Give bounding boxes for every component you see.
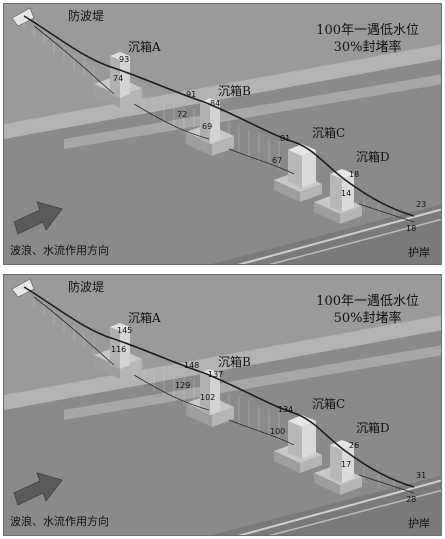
value-a-side: 74	[113, 74, 124, 83]
net-curve	[23, 15, 415, 217]
condition-text: 100年一遇低水位 30%封堵率	[316, 22, 419, 56]
caisson-a	[94, 52, 142, 108]
breakwater-label: 防波堤	[68, 9, 105, 23]
flow-direction-label: 波浪、水流作用方向	[10, 515, 109, 528]
value-a-top: 145	[117, 326, 133, 335]
caisson-b-label: 沉箱B	[218, 84, 251, 98]
condition-blocking-rate: 30%封堵率	[333, 40, 402, 55]
net-curve	[23, 286, 415, 488]
value-d-top: 18	[349, 170, 360, 179]
value-d-side: 17	[341, 460, 352, 469]
revetment-label: 护岸	[408, 246, 430, 259]
caisson-b	[186, 369, 234, 427]
value-b-top: 137	[208, 370, 224, 379]
caisson-c-label: 沉箱C	[312, 397, 346, 411]
value-b-left: 148	[184, 361, 200, 370]
caisson-b	[186, 98, 234, 156]
condition-water-level: 100年一遇低水位	[316, 294, 419, 309]
value-d-top: 26	[349, 441, 360, 450]
panel-30-percent: 防波堤 沉箱A 沉箱B 沉箱C 沉箱D 100年一遇低水位 30%封堵率 波浪、…	[3, 3, 442, 265]
caisson-c	[274, 144, 322, 202]
revetment-label: 护岸	[408, 517, 430, 530]
value-end-top: 31	[416, 471, 427, 480]
caisson-d	[314, 169, 362, 224]
value-a-top: 93	[119, 55, 130, 64]
flow-direction-arrow	[13, 201, 63, 235]
value-c-side: 100	[270, 427, 286, 436]
caisson-a-label: 沉箱A	[128, 40, 161, 54]
caisson-b-label: 沉箱B	[218, 355, 251, 369]
condition-water-level: 100年一遇低水位	[316, 23, 419, 38]
value-d-side: 14	[341, 189, 352, 198]
value-b-mid: 72	[177, 110, 188, 119]
caisson-a	[94, 323, 142, 379]
value-end-bottom: 28	[406, 495, 417, 504]
caisson-a-label: 沉箱A	[128, 311, 161, 325]
scene-illustration	[4, 275, 441, 535]
value-c-side: 67	[272, 156, 283, 165]
value-c-top: 134	[278, 405, 294, 414]
scene-illustration	[4, 4, 441, 264]
flow-direction-arrow	[13, 472, 63, 506]
condition-blocking-rate: 50%封堵率	[333, 311, 402, 326]
caisson-d-label: 沉箱D	[356, 150, 390, 164]
caisson-d-label: 沉箱D	[356, 421, 390, 435]
value-b-side: 69	[202, 122, 213, 131]
value-a-side: 116	[111, 345, 127, 354]
breakwater-label: 防波堤	[68, 280, 105, 294]
caisson-c-label: 沉箱C	[312, 126, 346, 140]
value-end-top: 23	[416, 200, 427, 209]
value-b-side: 102	[200, 393, 216, 402]
flow-direction-label: 波浪、水流作用方向	[10, 244, 109, 257]
value-b-mid: 129	[175, 381, 191, 390]
value-end-bottom: 18	[406, 224, 417, 233]
value-b-top: 84	[210, 99, 221, 108]
panel-50-percent: 防波堤 沉箱A 沉箱B 沉箱C 沉箱D 100年一遇低水位 50%封堵率 波浪、…	[3, 274, 442, 536]
value-c-top: 81	[280, 134, 291, 143]
value-b-left: 91	[186, 90, 197, 99]
condition-text: 100年一遇低水位 50%封堵率	[316, 293, 419, 327]
caisson-c	[274, 415, 322, 473]
